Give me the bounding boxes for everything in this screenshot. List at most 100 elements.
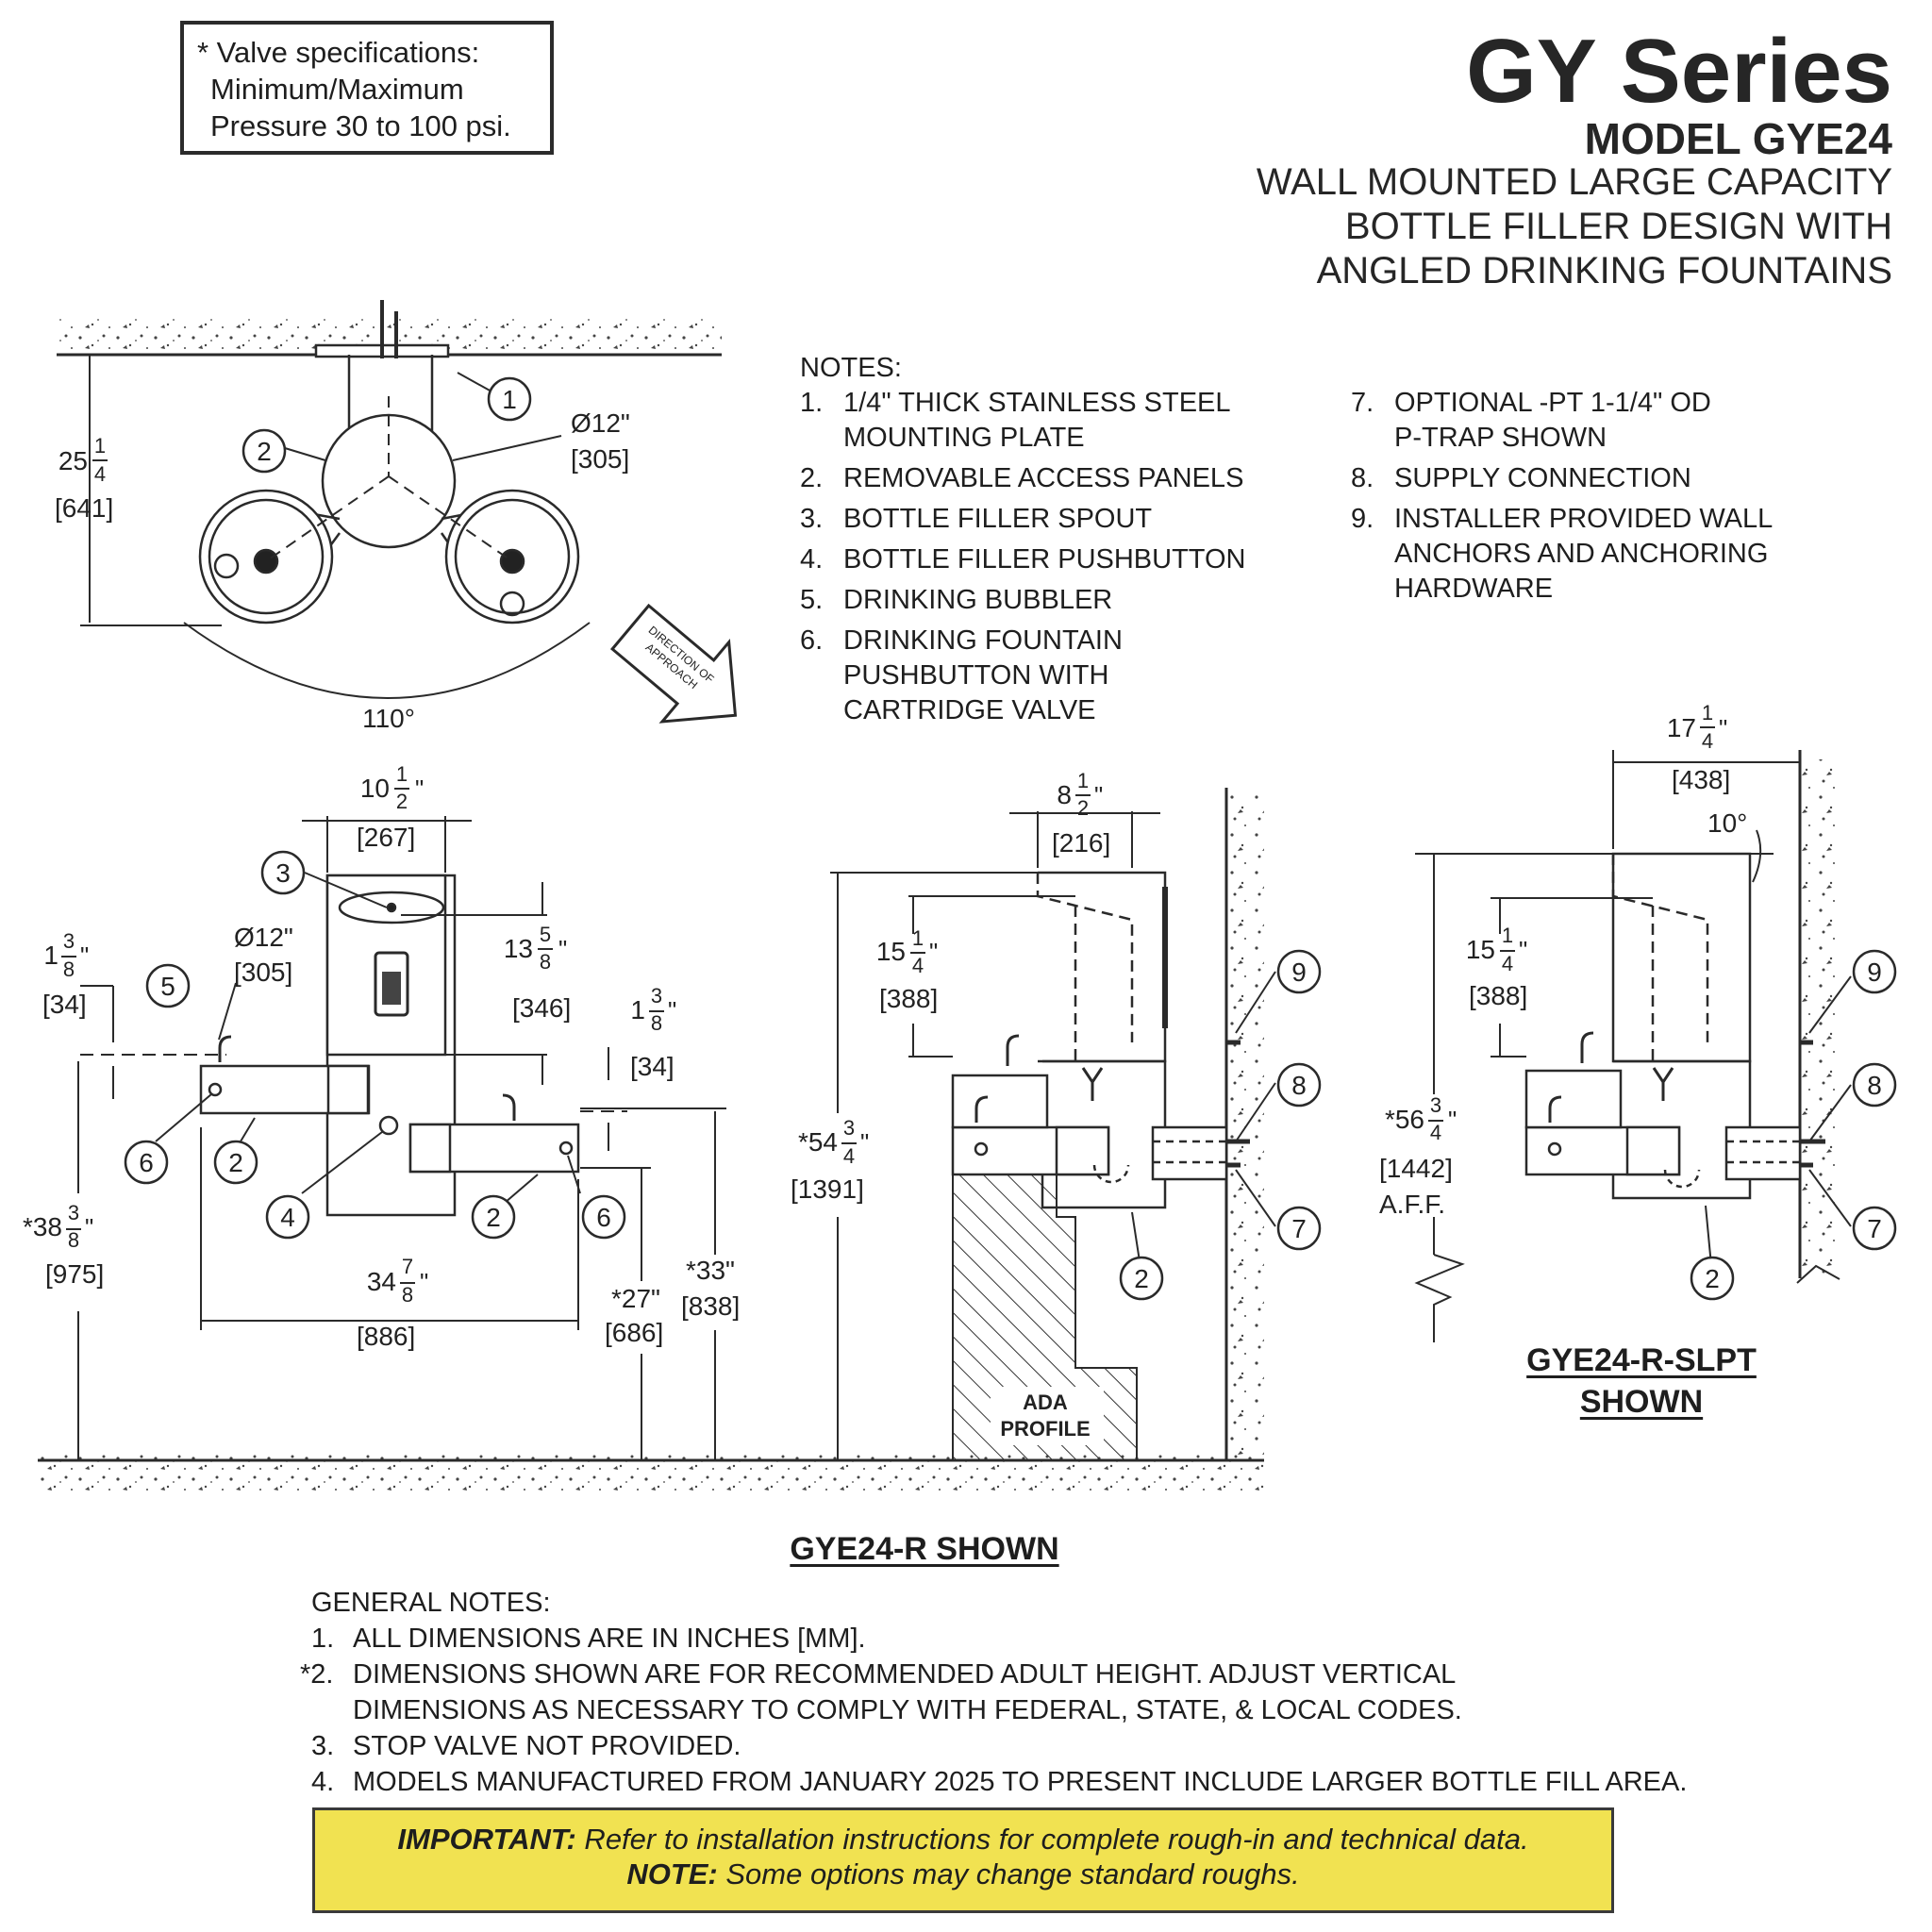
main-caption: GYE24-R SHOWN: [790, 1531, 1059, 1567]
inch-mark: ": [415, 774, 424, 803]
note-num: 3.: [800, 504, 824, 534]
depth-mm: [641]: [55, 493, 113, 523]
supply-box: [1724, 1125, 1802, 1181]
slpt-spout-den: 4: [1502, 952, 1513, 975]
inch-mark: ": [558, 935, 567, 963]
spout-profile: [1611, 854, 1709, 1042]
left-bubbler-num: 3: [63, 929, 75, 953]
important-box: IMPORTANT: Refer to installation instruc…: [312, 1807, 1614, 1913]
height-33-mm: [838]: [681, 1291, 740, 1321]
series-title: GY Series: [1466, 21, 1892, 122]
callout-2: 2: [486, 1203, 501, 1232]
ada-line-2: PROFILE: [1000, 1417, 1090, 1441]
slpt-caption: GYE24-R-SLPT SHOWN: [1472, 1340, 1811, 1423]
upper-bubbler: [1006, 1034, 1020, 1066]
leader-4: [301, 1131, 383, 1194]
right-bubbler-den: 8: [651, 1011, 662, 1035]
side-depth-mm: [216]: [1052, 828, 1110, 858]
callout-5: 5: [160, 972, 175, 1001]
spec-line-3: Pressure 30 to 100 psi.: [210, 109, 511, 142]
description-line-2: BOTTLE FILLER DESIGN WITH: [1344, 206, 1892, 247]
top-view: [57, 300, 738, 724]
side-depth-whole: 8: [1057, 780, 1072, 809]
side-height-whole: *54: [798, 1127, 838, 1157]
right-bubbler-whole: 1: [630, 995, 645, 1024]
button: [1547, 1141, 1562, 1157]
note-text: HARDWARE: [1394, 574, 1554, 604]
tower-lower: [1038, 1059, 1167, 1209]
slpt-spout-num: 1: [1502, 924, 1513, 947]
depth-den: 4: [94, 462, 106, 486]
callout-circle: [242, 428, 287, 474]
model-description: WALL MOUNTED LARGE CAPACITY BOTTLE FILLE…: [1257, 160, 1892, 293]
callout-9: 9: [1291, 958, 1307, 987]
note-text: STOP VALVE NOT PROVIDED.: [353, 1731, 741, 1761]
right-bubbler-num: 3: [651, 984, 662, 1008]
general-note-item: 1.ALL DIMENSIONS ARE IN INCHES [MM].: [311, 1621, 1687, 1657]
right-bubbler: [502, 1093, 516, 1121]
width-top-mm: [267]: [357, 823, 415, 852]
general-note-item: *2.DIMENSIONS SHOWN ARE FOR RECOMMENDED …: [300, 1657, 1687, 1728]
description-line-1: WALL MOUNTED LARGE CAPACITY: [1256, 161, 1892, 203]
side-spout-whole: 15: [876, 937, 906, 966]
slpt-angle: 10°: [1707, 808, 1747, 838]
left-bubbler-whole: 1: [43, 941, 58, 970]
callout-6: 6: [596, 1203, 611, 1232]
slpt-height-num: 3: [1430, 1093, 1441, 1117]
basin-end: [1055, 1125, 1110, 1176]
important-text: Refer to installation instructions for c…: [575, 1823, 1529, 1856]
note-item: 2.REMOVABLE ACCESS PANELS: [800, 461, 1246, 496]
note-text: BOTTLE FILLER SPOUT: [843, 504, 1153, 534]
note-text: DIMENSIONS AS NECESSARY TO COMPLY WITH F…: [353, 1695, 1462, 1725]
callout-8: 8: [1291, 1071, 1307, 1100]
callout-circle: [145, 963, 191, 1008]
ada-label: ADA PROFILE: [991, 1387, 1104, 1445]
bottle-spout: [1652, 1067, 1674, 1101]
slpt-depth-num: 1: [1702, 701, 1713, 724]
spout-ellipse: [338, 891, 445, 924]
note-text: CARTRIDGE VALVE: [843, 695, 1096, 725]
overall-width-den: 8: [402, 1283, 413, 1307]
overall-width-mm: [886]: [357, 1322, 415, 1351]
wall-speckle: [1800, 759, 1838, 1274]
left-bubbler-mm: [34]: [42, 990, 87, 1019]
slpt-depth-den: 4: [1702, 729, 1713, 753]
note-text: Some options may change standard roughs.: [717, 1857, 1300, 1890]
slpt-depth-whole: 17: [1667, 713, 1696, 742]
general-notes-heading: GENERAL NOTES:: [311, 1588, 551, 1618]
note-text: P-TRAP SHOWN: [1394, 423, 1607, 453]
note-num: 9.: [1351, 504, 1374, 534]
spout-height-whole: 13: [504, 934, 533, 963]
callout-2: 2: [257, 437, 272, 466]
spout-height-mm: [346]: [512, 993, 571, 1023]
width-top-whole: 10: [360, 774, 390, 803]
callout-9: 9: [1867, 958, 1882, 987]
leader-2: [284, 447, 326, 461]
leader-dia: [452, 435, 562, 461]
note-text: OPTIONAL -PT 1-1/4" OD: [1394, 388, 1711, 418]
callout-circle: [1690, 1256, 1735, 1301]
spec-line-2: Minimum/Maximum: [210, 73, 464, 106]
leader-3: [304, 872, 388, 908]
angle-arc: [1752, 829, 1762, 883]
general-note-item: 4. MODELS MANUFACTURED FROM JANUARY 2025 …: [311, 1764, 1687, 1800]
note-num: 4.: [311, 1767, 335, 1797]
important-label: IMPORTANT:: [397, 1823, 576, 1856]
note-num: 1.: [800, 388, 824, 418]
note-num: 4.: [800, 544, 824, 575]
top-diameter: Ø12": [571, 408, 630, 438]
spout-height-den: 8: [540, 950, 551, 974]
left-bubbler-5: [218, 1035, 232, 1062]
note-text: MODELS MANUFACTURED FROM JANUARY 2025 TO…: [353, 1767, 1688, 1797]
left-basin-end: [326, 1064, 370, 1115]
leader-8: [1808, 1084, 1852, 1142]
height-left-whole: *38: [23, 1212, 62, 1241]
button: [974, 1141, 989, 1157]
slpt-height-mm: [1442]: [1379, 1154, 1453, 1183]
height-33: *33": [686, 1256, 735, 1285]
note-label: NOTE:: [626, 1857, 718, 1890]
width-top-den: 2: [396, 790, 408, 813]
